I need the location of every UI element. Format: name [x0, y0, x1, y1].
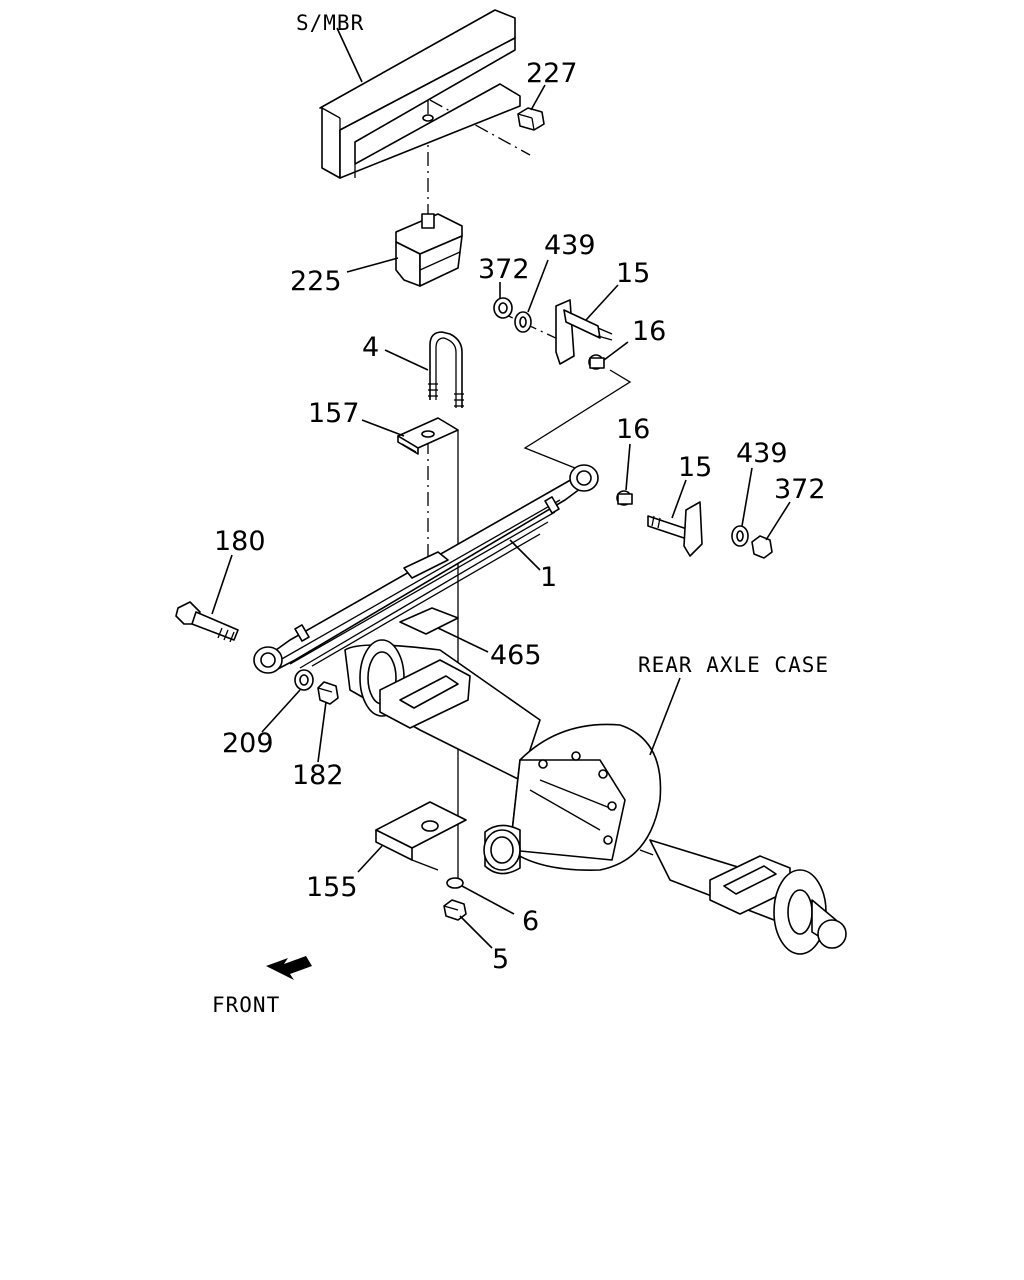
part-number-465: 465: [490, 640, 542, 671]
bumper-225: [395, 213, 463, 287]
part-number-6: 6: [522, 906, 539, 937]
label-sub-member: S/MBR: [296, 11, 364, 35]
part-number-1: 1: [540, 562, 557, 593]
washer-6: [446, 877, 464, 889]
nut-227: [517, 107, 545, 131]
part-number-227: 227: [526, 58, 578, 89]
front-arrow-icon: [266, 956, 312, 980]
part-number-372-lower: 372: [774, 474, 826, 505]
part-number-439-lower: 439: [736, 438, 788, 469]
text-labels: S/MBR 227 225 372 439 15 16 4 157 16 15 …: [212, 11, 829, 1017]
label-rear-axle-case: REAR AXLE CASE: [638, 653, 829, 677]
part-number-439-upper: 439: [544, 230, 596, 261]
lower-shackle-assembly: [616, 490, 773, 559]
part-number-225: 225: [290, 266, 342, 297]
part-number-155: 155: [306, 872, 358, 903]
leader-lines: [211, 27, 791, 949]
label-front: FRONT: [212, 993, 280, 1017]
part-number-182: 182: [292, 760, 344, 791]
sub-member-channel: [319, 9, 521, 179]
part-number-180: 180: [214, 526, 266, 557]
bolt-180: [175, 601, 239, 643]
part-number-4: 4: [362, 332, 379, 363]
u-bolt-4: [428, 331, 464, 408]
rear-axle-case: [344, 639, 847, 955]
part-number-16-lower: 16: [616, 414, 650, 445]
part-number-5: 5: [492, 944, 509, 975]
nut-182: [317, 681, 339, 705]
washer-209: [294, 669, 314, 691]
upper-shackle-assembly: [493, 297, 613, 370]
part-number-16-upper: 16: [632, 316, 666, 347]
nut-5: [443, 899, 467, 921]
pad-465: [399, 607, 459, 635]
leaf-spring-1: [253, 464, 599, 674]
part-number-157: 157: [308, 398, 360, 429]
part-number-372-upper: 372: [478, 254, 530, 285]
part-number-209: 209: [222, 728, 274, 759]
part-number-15-lower: 15: [678, 452, 712, 483]
plate-157: [397, 417, 459, 455]
part-number-15-upper: 15: [616, 258, 650, 289]
plate-155: [375, 801, 467, 871]
